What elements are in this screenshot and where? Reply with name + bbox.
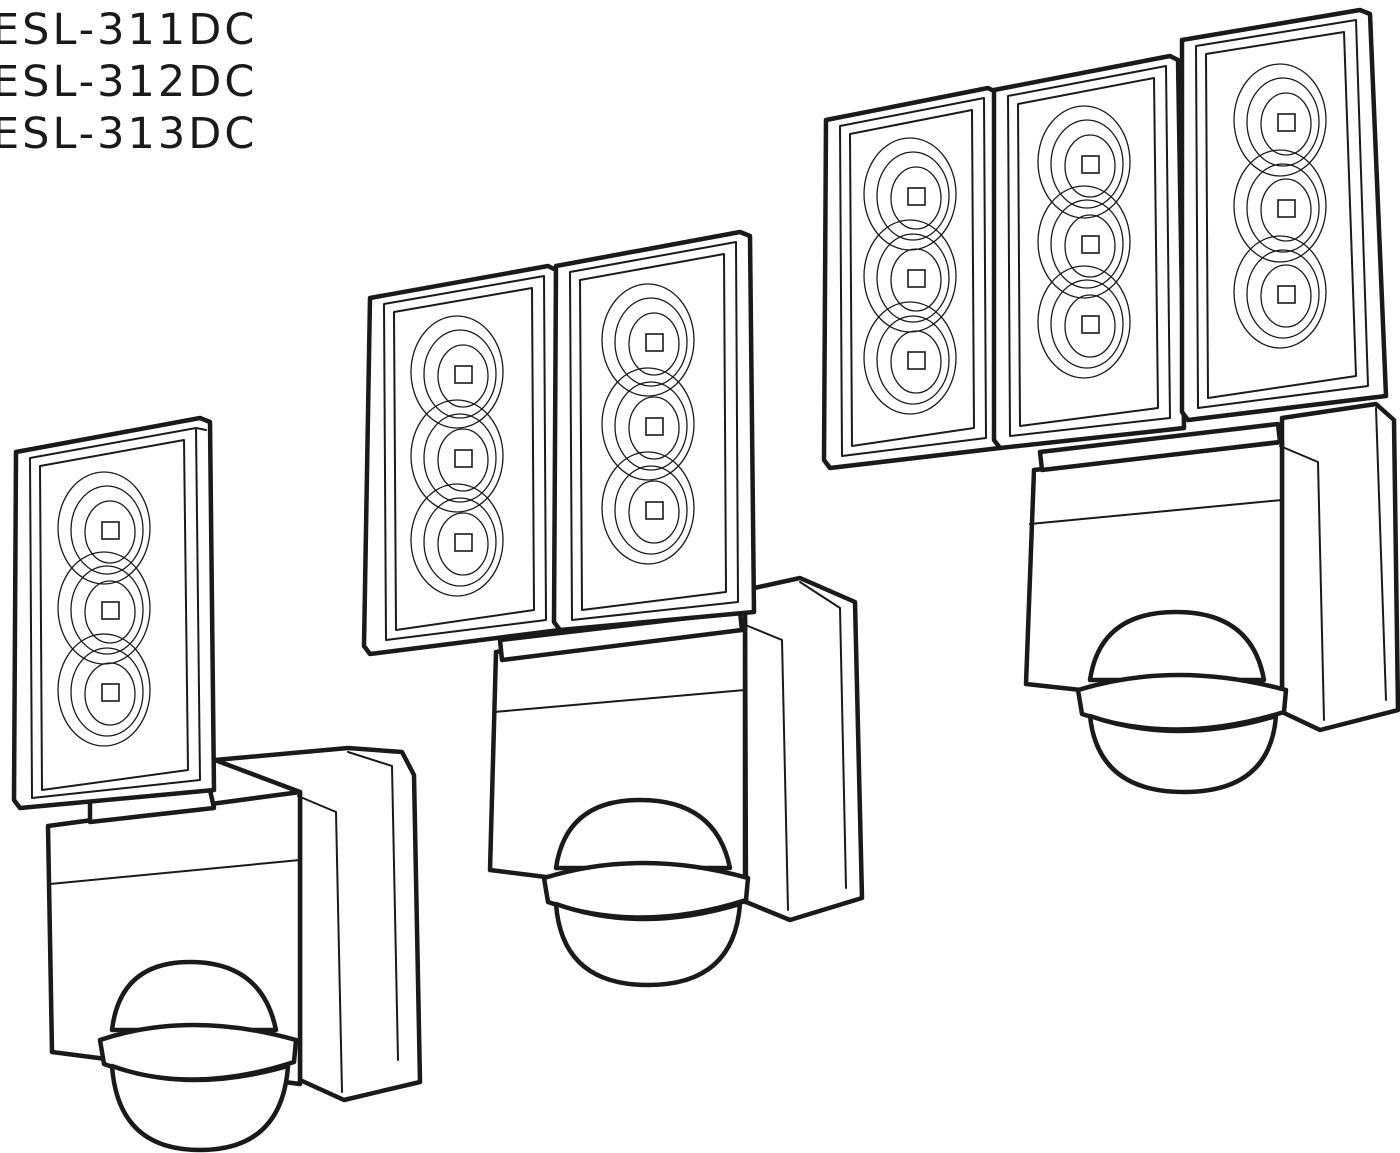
model-label-311: ESL-311DC bbox=[0, 5, 258, 55]
led-head-1 bbox=[361, 263, 563, 657]
led-1 bbox=[1037, 105, 1131, 219]
led-2 bbox=[1037, 185, 1131, 299]
led-2 bbox=[601, 367, 695, 481]
light-unit-311 bbox=[11, 415, 423, 1153]
led-head-2 bbox=[551, 229, 757, 633]
led-1 bbox=[410, 315, 504, 429]
model-list: ESL-311DC ESL-312DC ESL-313DC bbox=[0, 4, 257, 160]
led-2 bbox=[57, 551, 151, 665]
model-label-312: ESL-312DC bbox=[0, 57, 258, 107]
sensor-body bbox=[487, 575, 865, 988]
led-1 bbox=[57, 471, 151, 585]
led-head-1 bbox=[11, 415, 217, 811]
sensor-body bbox=[45, 745, 423, 1153]
led-3 bbox=[863, 301, 957, 415]
led-head-1 bbox=[821, 85, 1003, 471]
led-1 bbox=[1233, 63, 1327, 177]
led-1 bbox=[601, 283, 695, 397]
light-unit-312 bbox=[361, 229, 865, 988]
light-unit-313 bbox=[821, 7, 1400, 795]
led-2 bbox=[1233, 149, 1327, 263]
led-3 bbox=[57, 633, 151, 747]
model-label-313: ESL-313DC bbox=[0, 109, 258, 159]
led-2 bbox=[410, 399, 504, 513]
led-head-2 bbox=[991, 53, 1187, 451]
led-3 bbox=[410, 483, 504, 597]
led-3 bbox=[601, 451, 695, 565]
led-3 bbox=[1233, 235, 1327, 349]
led-2 bbox=[863, 219, 957, 333]
led-head-3 bbox=[1179, 7, 1389, 423]
led-3 bbox=[1037, 265, 1131, 379]
sensor-body bbox=[1023, 401, 1400, 795]
